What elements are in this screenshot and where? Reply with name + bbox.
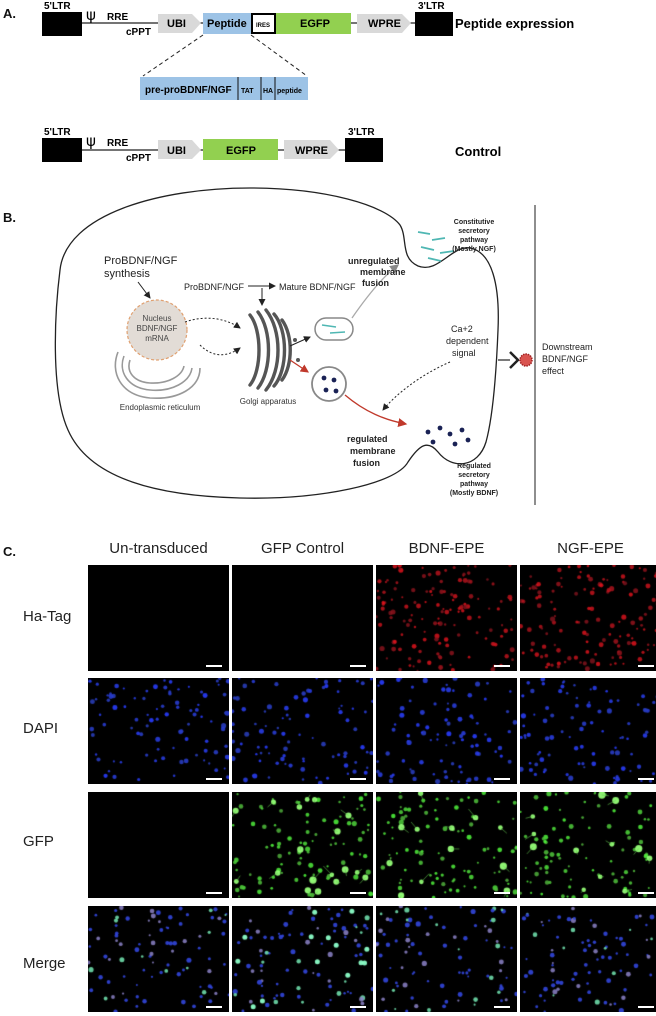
ubi-label-control: UBI	[167, 145, 186, 157]
constit-line3: pathway	[460, 237, 488, 244]
rre-label: RRE	[107, 12, 128, 23]
cppt-label: cPPT	[126, 27, 151, 38]
insert-peptide-label: peptide	[277, 88, 302, 95]
egfp-box	[276, 13, 351, 34]
construct-label-peptide: Peptide expression	[455, 16, 574, 31]
ubi-arrow	[158, 14, 201, 33]
ltr3-label-control: 3'LTR	[348, 127, 375, 138]
probdnf-label: ProBDNF/NGF	[184, 282, 245, 292]
insert-ha-label: HA	[263, 88, 273, 95]
peptide-insert: pre-proBDNF/NGF TAT HA peptide	[140, 77, 308, 100]
psi-symbol-control: ψ	[86, 132, 96, 150]
cell-membrane	[54, 187, 499, 499]
bdnf-ligand-icon	[519, 353, 533, 367]
rre-label-control: RRE	[107, 138, 128, 149]
nucleus-line1: Nucleus	[143, 314, 172, 323]
wpre-label: WPRE	[368, 18, 401, 30]
ca-line3: signal	[452, 348, 476, 358]
constit-line1: Constitutive	[454, 219, 495, 226]
nucleus-line2: BDNF/NGF	[137, 324, 178, 333]
constit-line4: (Mostly NGF)	[452, 246, 496, 253]
construct-label-control: Control	[455, 144, 501, 159]
regsec-line4: (Mostly BDNF)	[450, 490, 498, 497]
reg-line1: regulated	[347, 434, 388, 444]
ubi-arrow-control	[158, 140, 201, 159]
constitutive-secreted-peptides	[417, 231, 455, 262]
ltr3-box	[415, 12, 453, 36]
ires-box	[251, 13, 276, 34]
panel-c-letter: C.	[3, 544, 16, 559]
golgi-label: Golgi apparatus	[240, 397, 296, 406]
insert-pre-label: pre-proBDNF/NGF	[145, 85, 232, 96]
mature-label: Mature BDNF/NGF	[279, 282, 356, 292]
regulated-secreted-peptides	[425, 425, 471, 447]
regsec-line1: Regulated	[457, 463, 491, 470]
er-label: Endoplasmic reticulum	[120, 403, 201, 412]
wpre-arrow	[357, 14, 411, 33]
constit-line2: secretory	[458, 228, 490, 235]
ca-line1: Ca+2	[451, 324, 473, 334]
egfp-box-control	[203, 139, 278, 160]
cell-diagram: Nucleus BDNF/NGF mRNA Endoplasmic reticu…	[54, 187, 593, 505]
down-line2: BDNF/NGF	[542, 354, 589, 364]
insert-tat-label: TAT	[241, 88, 254, 95]
regulated-vesicle	[311, 366, 347, 402]
unreg-line1: unregulated	[348, 256, 400, 266]
ltr5-label-control: 5'LTR	[44, 127, 71, 138]
receptor-icon	[509, 351, 520, 369]
cppt-label-control: cPPT	[126, 153, 151, 164]
ltr5-box	[42, 12, 82, 36]
reg-line2: membrane	[350, 446, 396, 456]
egfp-label: EGFP	[300, 18, 330, 30]
ltr5-box-control	[42, 138, 82, 162]
reg-line3: fusion	[353, 458, 380, 468]
unreg-line2: membrane	[360, 267, 406, 277]
wpre-label-control: WPRE	[295, 145, 328, 157]
ltr3-box-control	[345, 138, 383, 162]
ltr5-label: 5'LTR	[44, 1, 71, 12]
regsec-line3: pathway	[460, 481, 488, 488]
psi-symbol: ψ	[86, 6, 96, 24]
endoplasmic-reticulum-icon	[114, 351, 201, 399]
nucleus	[126, 299, 188, 361]
ltr3-label: 3'LTR	[418, 1, 445, 12]
constitutive-vesicle	[314, 317, 354, 341]
ca-line2: dependent	[446, 336, 489, 346]
synthesis-line2: synthesis	[104, 268, 150, 280]
unreg-line3: fusion	[362, 278, 389, 288]
construct-control: 5'LTR ψ RRE cPPT UBI EGFP WPRE 3'LTR Con…	[42, 127, 501, 164]
peptide-label: Peptide	[207, 18, 247, 30]
panel-a-letter: A.	[3, 6, 16, 21]
ubi-label: UBI	[167, 18, 186, 30]
regsec-line2: secretory	[458, 472, 490, 479]
egfp-label-control: EGFP	[226, 145, 256, 157]
peptide-box	[203, 13, 251, 34]
ires-label: IRES	[256, 23, 270, 29]
construct-peptide-expression: 5'LTR ψ RRE cPPT UBI Peptide IRES EGFP W…	[42, 1, 574, 100]
down-line3: effect	[542, 366, 564, 376]
synthesis-line1: ProBDNF/NGF	[104, 255, 178, 267]
golgi-apparatus-icon	[248, 308, 292, 392]
panel-b-letter: B.	[3, 210, 16, 225]
down-line1: Downstream	[542, 342, 593, 352]
nucleus-line3: mRNA	[145, 334, 169, 343]
wpre-arrow-control	[284, 140, 339, 159]
